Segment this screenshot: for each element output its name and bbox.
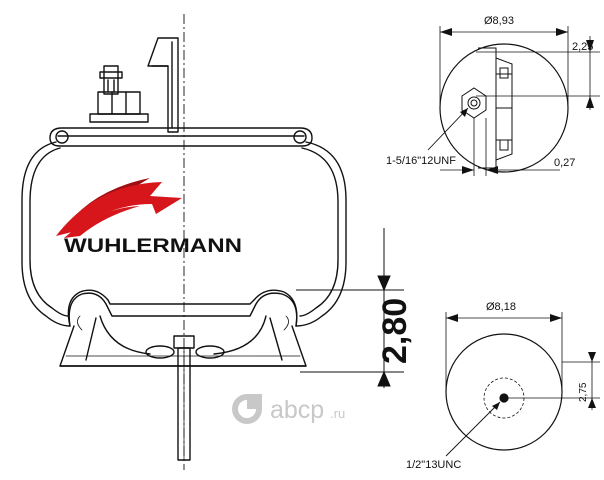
bottom-offset-label: 2,75 [578, 382, 589, 402]
logo-text: WUHLERMANN [64, 236, 242, 257]
bottom-diameter-label: Ø8,18 [486, 301, 516, 313]
bottom-plate-outline [445, 333, 563, 451]
top-thread-label: 1-5/16"12UNF [386, 155, 456, 167]
abcp-watermark: abcp .ru [232, 394, 345, 424]
height-dimension [296, 228, 404, 388]
piston [59, 292, 307, 367]
height-label: 2,80 [376, 298, 414, 364]
watermark-tld: .ru [330, 406, 345, 421]
top-bead-plate [49, 127, 313, 147]
bottom-plate-view [445, 312, 600, 457]
logo-swoosh-red-2 [64, 206, 140, 238]
rubber-bellow-inner [29, 147, 69, 317]
watermark-site: abcp [270, 396, 324, 424]
top-plate-bracket [478, 47, 513, 169]
top-small-offset-label: 0,27 [554, 157, 575, 169]
top-plate-outline [439, 43, 569, 173]
mounting-bracket [147, 37, 179, 133]
bottom-thread-label: 1/2"13UNC [406, 459, 461, 471]
rubber-bellow [21, 141, 347, 327]
air-spring-side-view [21, 37, 347, 461]
top-plate-view [427, 26, 600, 176]
wuhlermann-logo: WUHLERMANN [56, 178, 242, 257]
top-offset-label: 2,25 [572, 41, 593, 53]
top-diameter-label: Ø8,93 [484, 15, 514, 27]
logo-swoosh-red [56, 182, 182, 236]
top-stud-hex [461, 87, 487, 119]
top-stud-nut [89, 65, 149, 123]
watermark-logo-icon [232, 394, 262, 424]
